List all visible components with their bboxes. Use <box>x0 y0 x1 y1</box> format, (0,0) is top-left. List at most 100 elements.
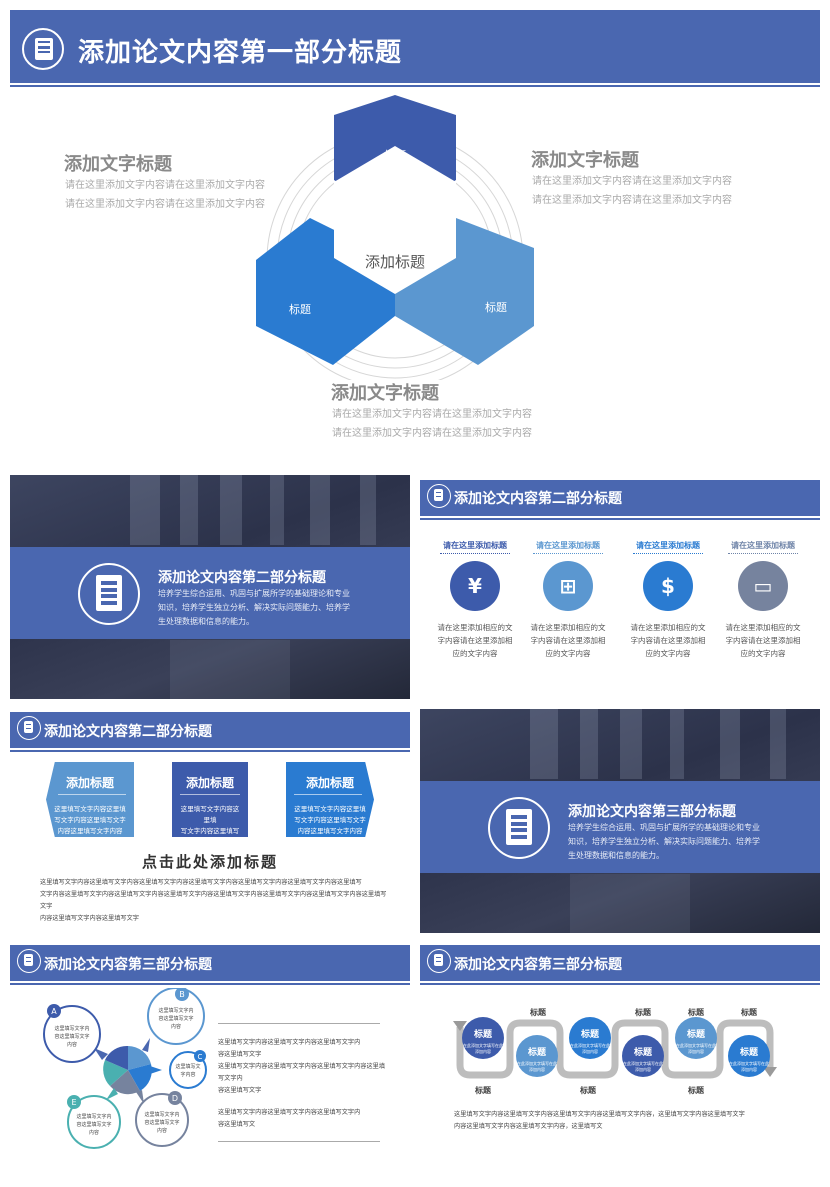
text-line: 内容这里填写文字内容 <box>57 827 123 835</box>
slide1-block-left-text: 请在这里添加文字内容请在这里添加文字内容 请在这里添加文字内容请在这里添加文字内… <box>65 176 265 214</box>
node-title: 标题 <box>686 1030 705 1040</box>
slide4-header-bar <box>10 712 410 748</box>
node-letter: E <box>71 1098 76 1107</box>
feature-heading: 请在这里添加标题 <box>443 541 507 550</box>
text-line: 容这里填写文字 <box>218 1087 262 1094</box>
slide3-header-bar <box>420 480 820 516</box>
timeline-node-1: 标题在此添加文字填写在此添加内容 <box>462 1017 504 1059</box>
document-icon <box>17 716 41 740</box>
card-title: 添加标题 <box>65 776 114 790</box>
train-icon: ⊞ <box>543 561 593 611</box>
node-d: D 这里填写文字内 容这里填写文字 内容 <box>135 1091 189 1147</box>
text-line: 这里填写文字内容这里填 <box>54 805 126 813</box>
card-title: 添加标题 <box>185 776 234 790</box>
text-line: 内容 <box>67 1041 77 1048</box>
card-title: 添加标题 <box>305 776 354 790</box>
document-icon <box>427 484 451 508</box>
text-card-3: 添加标题 这里填写文字内容这里填写文字内容这里填写文字内容这里填写文字内容 <box>286 762 374 837</box>
slide2: 添加论文内容第二部分标题 培养学生综合运用、巩固与扩展所学的基础理论和专业 知识… <box>10 475 410 699</box>
slide6: 添加论文内容第三部分标题 A 这里填写文字内 容这里填写文字 内容 <box>10 943 410 1167</box>
feature-heading: 请在这里添加标题 <box>731 541 795 550</box>
slide4-body: 这里填写文字内容这里填写文字内容这里填写文字内容这里填写文字内容这里填写文字内容… <box>40 877 390 925</box>
timeline-top-label: 标题 <box>530 1008 546 1017</box>
text-line: 容这里填写文 <box>218 1121 256 1128</box>
timeline-top-label: 标题 <box>635 1008 651 1017</box>
node-letter: B <box>179 990 185 999</box>
text-line: 请在这里添加文字内容请在这里添加文字内容 <box>65 199 265 210</box>
text-line: 请在这里添加文字内容请在这里添加文字内容 <box>532 195 732 206</box>
arrow-down-icon <box>453 1021 467 1031</box>
node-letter: A <box>51 1007 57 1016</box>
timeline-bottom-label: 标题 <box>688 1086 704 1095</box>
text-line: 内容 <box>157 1127 167 1134</box>
text-line: 请在这里添加相应的文 <box>530 623 606 632</box>
slide4-heading: 点击此处添加标题 <box>141 853 278 871</box>
text-line: 生处理数据和信息的能力。 <box>158 617 254 626</box>
slide7: 添加论文内容第三部分标题 标题 标题 标题 标题 标题 标题 标题 标题在此添加… <box>420 943 820 1167</box>
text-line: 内容这里填写文字内容 <box>180 849 240 868</box>
slide6-title: 添加论文内容第三部分标题 <box>44 957 212 973</box>
card-text: 这里填写文字内容这里填写文字内容这里填写文字内容这里填写文字内容 <box>294 804 366 837</box>
central-pie <box>103 1045 152 1095</box>
slide1-header-bar <box>10 10 820 83</box>
text-line: 请在这里添加文字内容请在这里添加文字内容 <box>332 409 532 420</box>
feature-heading: 请在这里添加标题 <box>636 541 700 550</box>
center-label: 添加标题 <box>365 253 425 271</box>
document-icon <box>78 563 140 625</box>
node-subtitle: 在此添加文字填写在此添加内容 <box>517 1061 557 1072</box>
text-line: 请在这里添加文字内容请在这里添加文字内容 <box>532 176 732 187</box>
hexagon-left-label: 标题 <box>289 302 311 316</box>
feature-text: 请在这里添加相应的文字内容请在这里添加相应的文字内容 <box>625 621 711 660</box>
card-text: 这里填写文字内容这里填写文字内容这里填写文字内容这里填写文字内容 <box>54 804 126 837</box>
card-text: 这里填写文字内容这里填写文字内容这里填写文字内容这里填写文字内容 <box>180 804 240 870</box>
node-title: 标题 <box>739 1048 758 1058</box>
slide2-blue-band <box>10 547 410 639</box>
slide1-block-right-text: 请在这里添加文字内容请在这里添加文字内容 请在这里添加文字内容请在这里添加文字内… <box>532 172 732 210</box>
text-line: 字内容请在这里添加相 <box>725 636 801 645</box>
node-subtitle: 在此添加文字填写在此添加内容 <box>463 1043 503 1054</box>
text-line: 容这里填写文字 <box>218 1051 262 1058</box>
text-line: 字内容请在这里添加相 <box>630 636 706 645</box>
text-line: 内容这里填写文字内容这里填写文字 <box>40 915 139 922</box>
text-card-2: 添加标题 这里填写文字内容这里填写文字内容这里填写文字内容这里填写文字内容 <box>172 762 248 868</box>
text-line: 请在这里添加文字内容请在这里添加文字内容 <box>332 428 532 439</box>
text-line: 知识，培养学生独立分析、解决实际问题能力、培养学 <box>158 603 350 612</box>
timeline-node-5: 标题在此添加文字填写在此添加内容 <box>675 1017 717 1059</box>
node-title: 标题 <box>473 1030 492 1040</box>
text-line: 应的文字内容 <box>740 649 786 658</box>
document-icon <box>17 949 41 973</box>
text-line: 文字内容这里填写文字内容这里填写文字内容这里填写文字内容这里填写文字内容这里填写… <box>40 891 387 910</box>
text-line: 请在这里添加文字内容请在这里添加文字内容 <box>65 180 265 191</box>
node-c: C 这里填写文 字内容 <box>169 1050 207 1089</box>
node-letter: D <box>172 1094 178 1103</box>
node-subtitle: 在此添加文字填写在此添加内容 <box>623 1061 663 1072</box>
node-subtitle: 在此添加文字填写在此添加内容 <box>729 1061 769 1072</box>
text-line: 这里填写文字内容这里填写文字内容这里填写文字内容这里填写文字内 <box>218 1063 386 1082</box>
radial-diagram: A 这里填写文字内 容这里填写文字 内容 B 这里填写文字内 容这里填写文字 内… <box>43 988 207 1149</box>
slide7-header-underline <box>420 983 820 985</box>
slide2-description: 培养学生综合运用、巩固与扩展所学的基础理论和专业 知识，培养学生独立分析、解决实… <box>158 587 350 629</box>
slide1-header-underline <box>10 85 820 87</box>
hexagon-right-label: 标题 <box>485 300 507 314</box>
text-line: 写文字内容这里填写文字 <box>54 816 126 824</box>
slide4-header-underline <box>10 750 410 752</box>
node-a: A 这里填写文字内 容这里填写文字 内容 <box>43 1004 101 1063</box>
node-title: 标题 <box>527 1048 546 1058</box>
slide1-block-bottom-text: 请在这里添加文字内容请在这里添加文字内容 请在这里添加文字内容请在这里添加文字内… <box>332 405 532 443</box>
text-line: 生处理数据和信息的能力。 <box>568 851 664 860</box>
timeline-top-label: 标题 <box>741 1008 757 1017</box>
node-subtitle: 在此添加文字填写在此添加内容 <box>570 1043 610 1054</box>
slide4: 添加论文内容第二部分标题 添加标题 这里填写文字内容这里填写文字内容这里填写文字… <box>10 709 410 933</box>
node-e: E 这里填写文字内 容这里填写文字 内容 <box>67 1095 121 1149</box>
text-card-1: 添加标题 这里填写文字内容这里填写文字内容这里填写文字内容这里填写文字内容 <box>46 762 134 837</box>
text-line: 请在这里添加相应的文 <box>725 623 801 632</box>
text-line: 这里填写文字内容这里填写文字内容这里填写文字内 <box>218 1109 361 1116</box>
text-line: 这里填写文字内容这里填写文字内容这里填写文字内容这里填写文字内容，这里填写文字内… <box>454 1111 745 1118</box>
text-line: 这里填写文字内 <box>158 1007 193 1014</box>
text-line: 应的文字内容 <box>452 649 498 658</box>
text-line: 这里填写文字内容这里填 <box>294 805 366 813</box>
text-line: 这里填写文字内 <box>76 1113 111 1120</box>
slide5: 添加论文内容第三部分标题 培养学生综合运用、巩固与扩展所学的基础理论和专业 知识… <box>420 709 820 933</box>
timeline-bottom-label: 标题 <box>475 1086 491 1095</box>
text-line: 请在这里添加相应的文 <box>630 623 706 632</box>
